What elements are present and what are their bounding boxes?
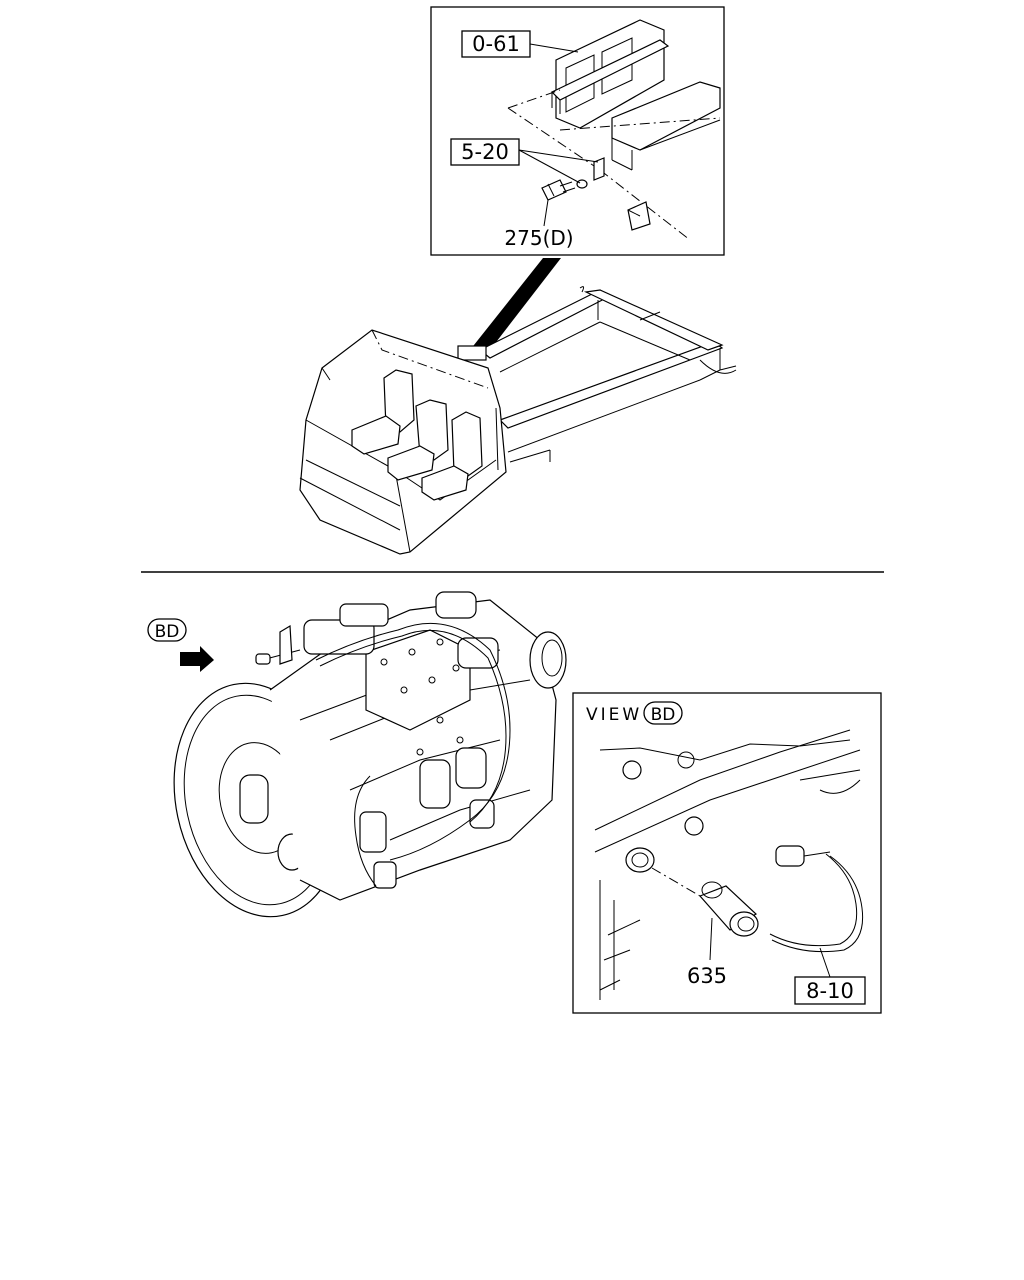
callout-0-61: 0-61 <box>472 32 520 56</box>
detail-inset-top: 0-61 5-20 275(D) <box>430 6 725 256</box>
transmission-assembly: BD <box>147 591 567 918</box>
bolt-275d <box>541 179 576 201</box>
bracket-5-20 <box>576 157 605 189</box>
view-title-marker-box <box>643 701 683 725</box>
view-marker-label: BD <box>155 622 180 642</box>
frame-rail <box>611 81 721 171</box>
cab-seats <box>351 369 483 501</box>
housing-casting <box>594 729 861 1000</box>
wire-harness-8-10 <box>769 845 864 953</box>
truck-cab <box>299 329 507 555</box>
callout-635: 635 <box>687 964 727 988</box>
view-marker-bd: BD <box>147 618 214 672</box>
callout-275d: 275(D) <box>504 226 573 250</box>
gear-case <box>255 591 567 901</box>
callout-box-5-20 <box>450 138 520 166</box>
view-arrow-icon <box>180 646 214 672</box>
chassis-frame <box>457 286 737 463</box>
cover-plate <box>550 19 670 129</box>
detail-pointer <box>470 258 561 350</box>
view-bd-inset: VIEW BD <box>572 692 882 1014</box>
callout-5-20: 5-20 <box>461 140 509 164</box>
speed-sensor-635 <box>651 867 759 937</box>
view-title-marker: BD <box>651 705 676 725</box>
callout-8-10: 8-10 <box>806 979 854 1003</box>
view-title-prefix: VIEW <box>586 705 642 725</box>
truck-overview <box>299 286 737 555</box>
mount-block <box>627 201 651 231</box>
